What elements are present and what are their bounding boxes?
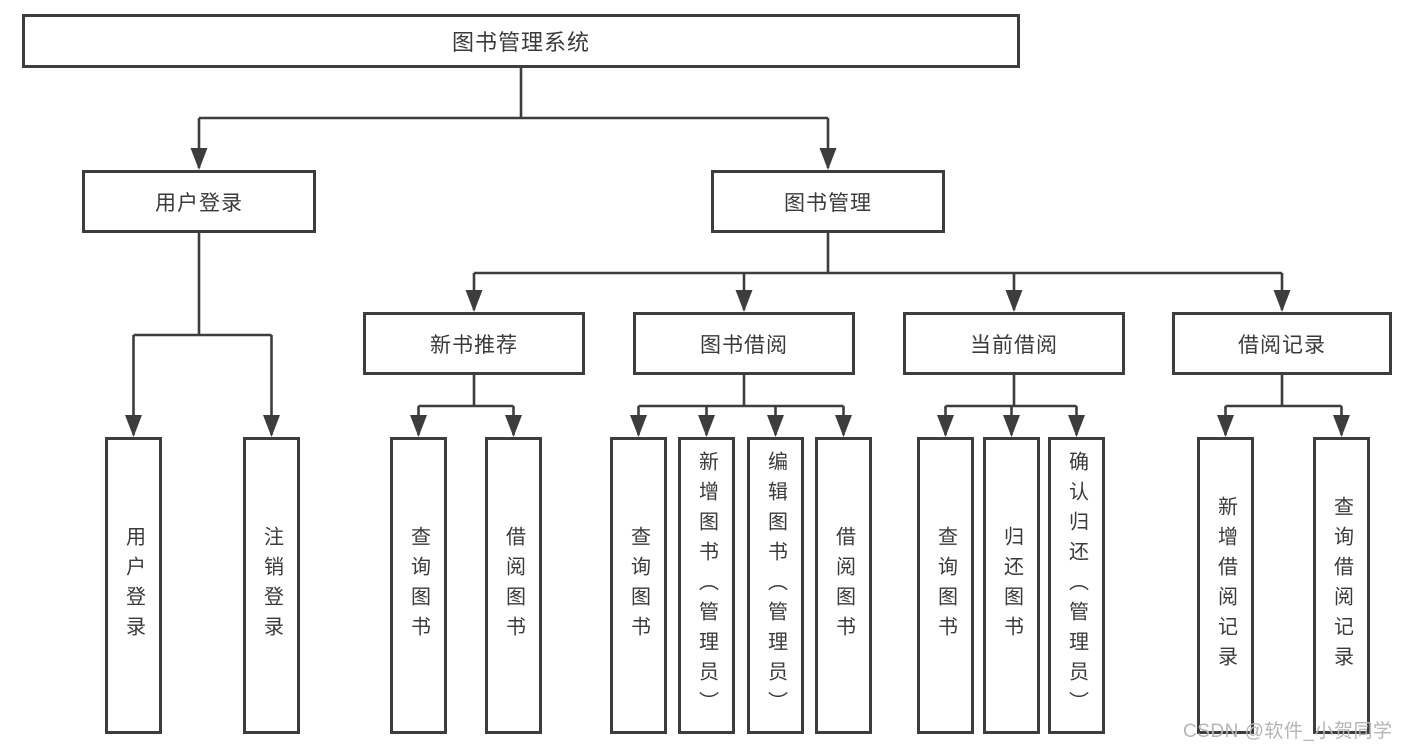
node-leaf-query-book-1: 查询图书 — [390, 437, 447, 734]
node-leaf-return-book: 归还图书 — [983, 437, 1040, 734]
node-label: 注销登录 — [260, 525, 283, 646]
node-label: 查询借阅记录 — [1330, 495, 1353, 676]
node-leaf-add-borrow-record: 新增借阅记录 — [1197, 437, 1254, 734]
node-leaf-borrow-book-2: 借阅图书 — [815, 437, 872, 734]
node-label: 查询图书 — [934, 525, 957, 646]
connector-lines — [132, 68, 1343, 435]
node-label: 图书管理 — [784, 191, 872, 215]
node-leaf-query-book-3: 查询图书 — [917, 437, 974, 734]
node-leaf-edit-book-admin: 编辑图书（管理员） — [747, 437, 804, 734]
node-label: 归还图书 — [1000, 525, 1023, 646]
node-label: 借阅图书 — [832, 525, 855, 646]
node-label: 确认归还（管理员） — [1065, 450, 1088, 721]
node-leaf-borrow-book-1: 借阅图书 — [485, 437, 542, 734]
node-label: 借阅图书 — [502, 525, 525, 646]
node-user-login-module: 用户登录 — [82, 170, 316, 233]
node-leaf-query-borrow-record: 查询借阅记录 — [1313, 437, 1370, 734]
node-label: 编辑图书（管理员） — [764, 450, 787, 721]
node-leaf-confirm-return-admin: 确认归还（管理员） — [1048, 437, 1105, 734]
node-leaf-add-book-admin: 新增图书（管理员） — [678, 437, 735, 734]
node-leaf-query-book-2: 查询图书 — [610, 437, 667, 734]
watermark-text: CSDN @软件_小贺同学 — [1183, 721, 1393, 742]
node-leaf-logout: 注销登录 — [243, 437, 300, 734]
node-label: 当前借阅 — [970, 333, 1058, 357]
node-label: 新书推荐 — [430, 333, 518, 357]
node-leaf-user-login: 用户登录 — [105, 437, 162, 734]
node-label: 图书管理系统 — [451, 30, 590, 55]
node-label: 用户登录 — [122, 525, 145, 646]
node-label: 借阅记录 — [1238, 333, 1326, 357]
node-borrow-record: 借阅记录 — [1172, 312, 1392, 375]
arrowheads — [125, 148, 1350, 437]
node-book-management-module: 图书管理 — [711, 170, 945, 233]
node-current-borrow: 当前借阅 — [903, 312, 1125, 375]
node-label: 查询图书 — [407, 525, 430, 646]
node-root-system: 图书管理系统 — [22, 14, 1020, 68]
node-label: 图书借阅 — [700, 333, 788, 357]
node-label: 新增图书（管理员） — [695, 450, 718, 721]
node-label: 用户登录 — [155, 191, 243, 215]
node-book-borrow: 图书借阅 — [633, 312, 855, 375]
node-label: 查询图书 — [627, 525, 650, 646]
node-new-book-recommend: 新书推荐 — [363, 312, 585, 375]
node-label: 新增借阅记录 — [1214, 495, 1237, 676]
